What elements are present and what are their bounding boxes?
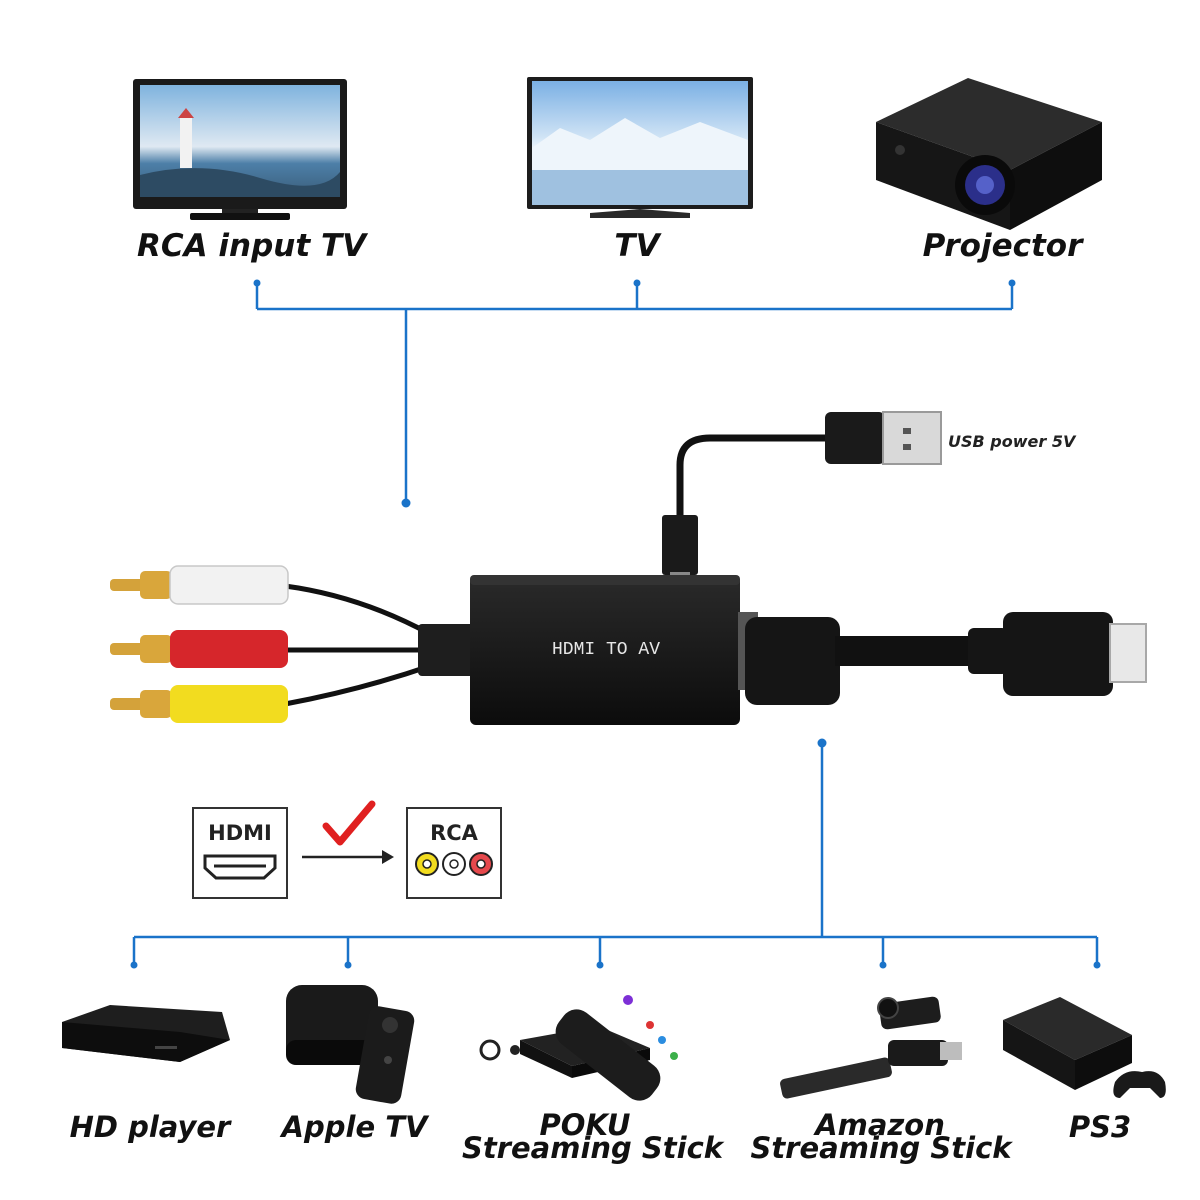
source-label-hd-player: HD player bbox=[69, 1110, 231, 1144]
source-label-apple-tv: Apple TV bbox=[281, 1110, 428, 1144]
adapter-box bbox=[470, 575, 740, 725]
usb-cable bbox=[662, 411, 942, 580]
source-label-ps3: PS3 bbox=[1068, 1110, 1132, 1144]
ps3-image bbox=[1003, 997, 1166, 1098]
source-label-poku: POKU bbox=[539, 1108, 631, 1142]
hdmi-box-label: HDMI bbox=[208, 821, 272, 845]
output-label-tv: TV bbox=[614, 228, 660, 264]
source-label-amazon-line2: Streaming Stick bbox=[750, 1131, 1012, 1165]
roku-stick-image bbox=[479, 995, 678, 1101]
hdmi-cable bbox=[738, 612, 1147, 705]
rca-box-label: RCA bbox=[430, 821, 479, 845]
checkmark-icon bbox=[322, 800, 376, 846]
rca-input-tv-image bbox=[133, 79, 347, 220]
source-label-amazon: Amazon bbox=[815, 1108, 945, 1142]
arrow-icon bbox=[302, 850, 394, 864]
apple-tv-image bbox=[286, 985, 415, 1104]
amazon-stick-image bbox=[780, 996, 962, 1099]
output-label-rca-input-tv: RCA input TV bbox=[137, 228, 367, 264]
hdmi-icon-box bbox=[192, 807, 288, 899]
tv-image bbox=[527, 77, 753, 218]
output-connector-dots bbox=[253, 279, 1016, 508]
source-label-poku-line2: Streaming Stick bbox=[461, 1131, 724, 1165]
usb-power-label: USB power 5V bbox=[948, 432, 1077, 451]
source-connector-dots bbox=[130, 738, 1101, 969]
projector-image bbox=[876, 78, 1102, 230]
source-connector-lines bbox=[132, 743, 1099, 965]
adapter-label: HDMI TO AV bbox=[552, 640, 660, 660]
rca-icon-box bbox=[406, 807, 502, 899]
output-label-projector: Projector bbox=[922, 228, 1083, 264]
rca-cables bbox=[110, 565, 474, 723]
output-connector-lines bbox=[255, 283, 1014, 503]
hd-player-image bbox=[62, 1005, 230, 1062]
